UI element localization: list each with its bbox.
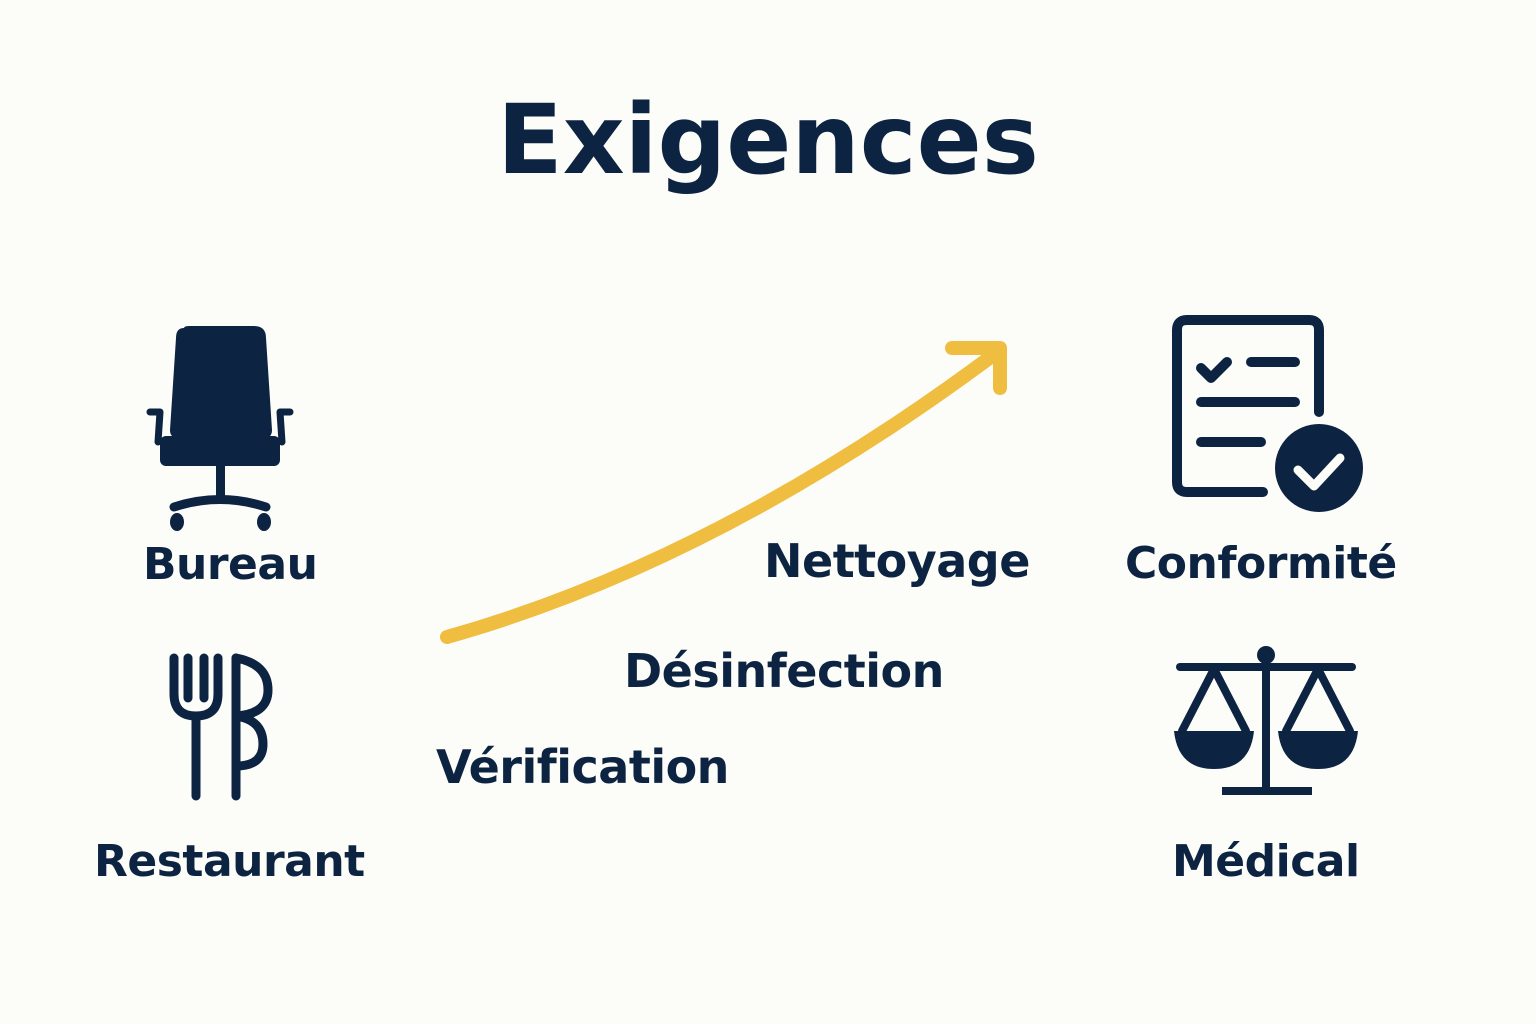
step-label-desinfection: Désinfection <box>624 644 944 698</box>
fork-knife-icon <box>169 653 273 801</box>
sector-label-restaurant: Restaurant <box>94 836 365 887</box>
step-label-nettoyage: Nettoyage <box>764 534 1030 588</box>
checklist-document-icon <box>1172 315 1363 512</box>
outcome-label-medical: Médical <box>1172 836 1360 887</box>
sector-label-bureau: Bureau <box>143 539 318 590</box>
office-chair-icon <box>146 326 294 531</box>
outcome-label-conformite: Conformité <box>1125 538 1397 589</box>
page-title: Exigences <box>497 84 1039 196</box>
step-label-verification: Vérification <box>436 740 729 794</box>
balance-scale-icon <box>1174 646 1358 795</box>
